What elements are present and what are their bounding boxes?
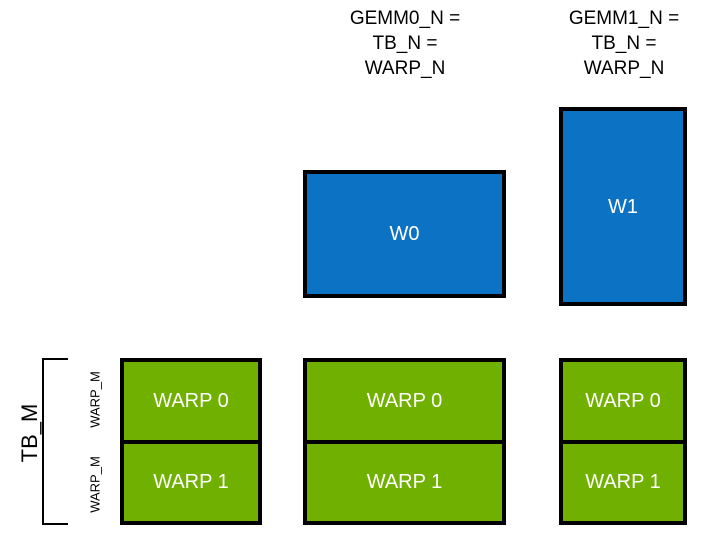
blue-tile-w1-label: W1 bbox=[608, 195, 638, 218]
column-header-gemm1: GEMM1_N = TB_N = WARP_N bbox=[568, 8, 680, 79]
green-warp-cell: WARP 1 bbox=[307, 443, 502, 521]
green-warp-cell-label: WARP 0 bbox=[585, 389, 661, 412]
tb-m-axis-label: TB_M bbox=[17, 403, 42, 463]
green-warp-cell-label: WARP 1 bbox=[366, 471, 443, 494]
column-header-gemm0: GEMM0_N = TB_N = WARP_N bbox=[349, 8, 461, 79]
green-warp-cell-label: WARP 1 bbox=[153, 471, 229, 494]
green-warp-stack-0: WARP 0 WARP 1 bbox=[120, 358, 262, 525]
green-warp-stack-2: WARP 0 WARP 1 bbox=[559, 358, 687, 525]
blue-tile-w0-label: W0 bbox=[389, 223, 420, 245]
warp-m-axis-label-bottom: WARP_M bbox=[87, 456, 103, 513]
green-warp-stack-1: WARP 0 WARP 1 bbox=[303, 358, 506, 525]
green-warp-cell: WARP 0 bbox=[563, 362, 683, 444]
green-warp-cell: WARP 1 bbox=[563, 443, 683, 521]
blue-tile-w0: W0 bbox=[303, 170, 506, 298]
green-warp-cell-label: WARP 1 bbox=[585, 471, 661, 494]
blue-tile-w1: W1 bbox=[559, 107, 687, 306]
green-warp-cell: WARP 0 bbox=[124, 362, 258, 444]
green-warp-cell-label: WARP 0 bbox=[153, 389, 229, 412]
green-warp-cell: WARP 0 bbox=[307, 362, 502, 444]
tb-m-bracket bbox=[42, 358, 68, 525]
green-warp-cell: WARP 1 bbox=[124, 443, 258, 521]
green-warp-cell-label: WARP 0 bbox=[366, 389, 443, 412]
